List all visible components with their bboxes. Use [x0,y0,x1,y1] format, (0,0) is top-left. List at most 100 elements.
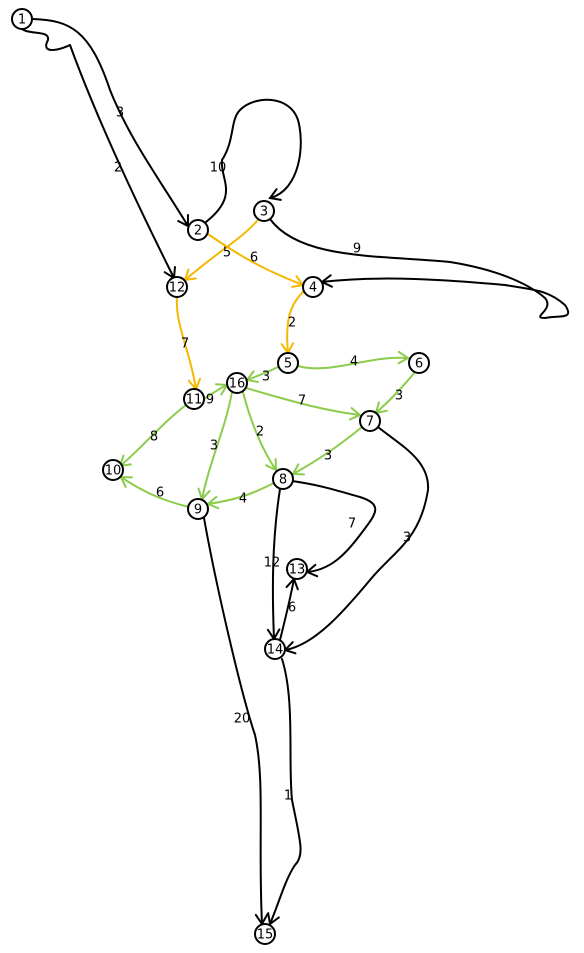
edge-9-10: 6 [119,475,190,508]
node-label: 5 [284,357,292,372]
edge-weight-label: 3 [324,449,332,464]
node-label: 7 [366,415,374,430]
node-circle [254,923,276,945]
edge-line [246,366,279,381]
node-5: 5 [277,352,299,374]
node-circle [187,219,209,241]
node-label: 14 [267,643,284,658]
node-2: 2 [187,219,209,241]
edge-line [297,356,409,370]
edge-weight-label: 3 [116,106,124,121]
node-label: 16 [229,377,246,392]
edge-weight-label: 3 [210,439,218,454]
edge-line [284,426,430,651]
node-circle [408,352,430,374]
edge-11-10: 8 [118,404,187,468]
edge-1-12: 2 [21,28,176,280]
edge-line [286,291,304,354]
edge-weight-label: 3 [395,389,403,404]
edge-6-7: 3 [374,371,416,415]
edge-arrowhead [267,912,280,926]
node-circle [102,459,124,481]
node-8: 8 [272,468,294,490]
edge-7-8: 3 [291,426,363,476]
edge-weight-label: 7 [348,517,356,532]
node-3: 3 [253,200,275,222]
edge-weight-label: 12 [264,556,281,571]
edge-line [242,391,277,471]
edge-weight-label: 9 [206,393,214,408]
edge-weight-label: 9 [353,242,361,257]
edge-5-6: 4 [297,350,410,370]
edge-line [175,296,197,390]
edge-weight-label: 1 [284,789,292,804]
edge-arrowhead [397,350,410,365]
node-12: 12 [166,276,188,298]
node-circle [11,8,33,30]
node-circle [253,200,275,222]
node-label: 3 [260,205,268,220]
edge-line [203,517,263,925]
node-7: 7 [359,410,381,432]
node-10: 10 [102,459,124,481]
node-circle [166,276,188,298]
node-label: 8 [279,473,287,488]
node-label: 1 [18,13,26,28]
edge-arrowhead [268,188,282,201]
edge-11-16: 9 [203,383,229,408]
node-label: 9 [194,503,202,518]
edge-14-13: 6 [279,577,299,641]
edge-line [207,482,275,505]
edge-weight-label: 4 [350,355,358,370]
node-circle [302,276,324,298]
node-circle [277,352,299,374]
node-15: 15 [254,923,276,945]
edge-weight-label: 6 [250,251,258,266]
node-13: 13 [286,558,308,580]
edge-4-5: 2 [280,291,304,355]
node-label: 13 [289,563,306,578]
edge-weight-label: 8 [150,430,158,445]
edge-line [120,476,190,508]
edge-2-3: 10 [205,98,302,223]
node-circle [286,558,308,580]
edge-arrowhead [291,463,305,476]
node-11: 11 [183,388,205,410]
node-16: 16 [226,372,248,394]
edge-line [31,18,189,227]
node-label: 11 [186,393,203,408]
node-circle [183,388,205,410]
node-label: 2 [194,224,202,239]
node-label: 15 [257,928,274,943]
edge-weight-label: 10 [210,161,227,176]
edge-weight-label: 6 [156,486,164,501]
edge-line [201,391,233,500]
edge-weight-label: 4 [239,492,247,507]
node-9: 9 [187,498,209,520]
edge-weight-label: 2 [256,425,264,440]
edge-line [269,218,570,319]
edge-weight-label: 3 [262,370,270,385]
node-label: 12 [169,281,186,296]
edge-8-9: 4 [206,482,275,510]
node-label: 10 [105,464,122,479]
edge-5-16: 3 [245,366,279,385]
node-4: 4 [302,276,324,298]
edge-weight-label: 2 [114,161,122,176]
node-6: 6 [408,352,430,374]
node-circle [359,410,381,432]
edge-16-7: 7 [245,387,362,421]
edge-line [21,28,175,279]
node-circle [272,468,294,490]
edge-line [292,426,363,475]
edge-weight-label: 7 [181,337,189,352]
edge-line [291,480,377,573]
edge-8-14: 12 [264,488,281,641]
edge-arrowhead [348,407,362,421]
edge-line [271,488,281,640]
edge-arrowhead [206,495,220,510]
edge-weight-label: 6 [288,601,296,616]
edge-line [205,98,302,223]
